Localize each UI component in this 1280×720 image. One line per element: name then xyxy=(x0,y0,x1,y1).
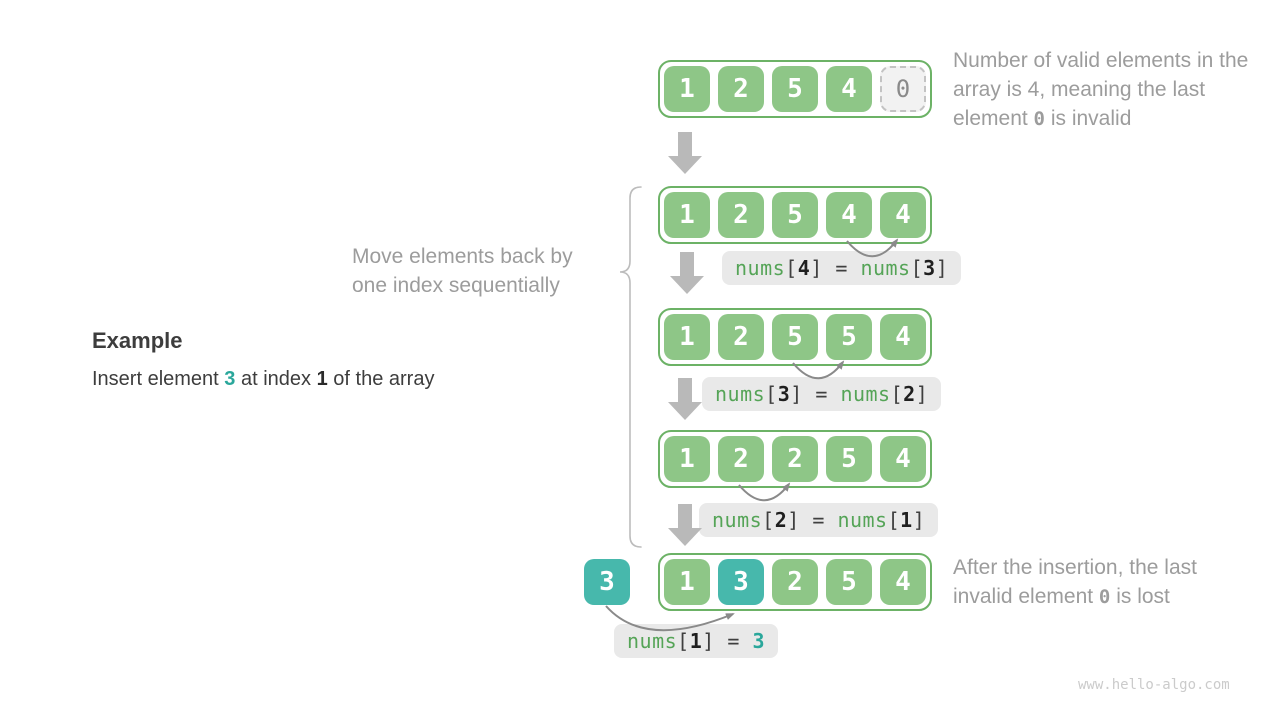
down-arrow-shaft xyxy=(678,378,692,402)
array-cell: 4 xyxy=(826,66,872,112)
code-index: 1 xyxy=(689,629,703,653)
note-after-text-2: is lost xyxy=(1110,585,1170,608)
example-description: Insert element 3 at index 1 of the array xyxy=(92,368,434,391)
array-cell: 1 xyxy=(664,436,710,482)
array-cell: 4 xyxy=(880,192,926,238)
array-cell: 1 xyxy=(664,66,710,112)
note-valid-text-2: is invalid xyxy=(1045,107,1132,130)
code-index: 4 xyxy=(797,256,811,280)
code-fn: nums xyxy=(627,629,678,653)
down-arrow-icon xyxy=(670,252,704,294)
array-cell: 2 xyxy=(718,436,764,482)
code-bracket: [ xyxy=(910,256,924,280)
code-index: 3 xyxy=(777,382,791,406)
array-cell: 5 xyxy=(826,559,872,605)
array-row-final: 1 3 2 5 4 xyxy=(658,553,932,611)
code-equals: = xyxy=(799,508,838,532)
array-cell-invalid: 0 xyxy=(880,66,926,112)
down-arrow-shaft xyxy=(678,504,692,528)
array-cell: 2 xyxy=(772,559,818,605)
array-cell: 1 xyxy=(664,314,710,360)
code-bracket: ] xyxy=(915,382,929,406)
array-cell-inserted: 3 xyxy=(718,559,764,605)
code-label-insert: nums[1] = 3 xyxy=(614,624,778,658)
curly-brace xyxy=(619,186,642,548)
code-bracket: [ xyxy=(785,256,798,280)
array-cell: 5 xyxy=(772,314,818,360)
array-cell: 4 xyxy=(880,314,926,360)
code-label-assign-3: nums[3] = nums[2] xyxy=(702,377,942,411)
array-row-step2: 1 2 5 5 4 xyxy=(658,308,932,366)
code-fn: nums xyxy=(837,508,888,532)
array-cell: 2 xyxy=(772,436,818,482)
code-equals: = xyxy=(822,256,861,280)
example-insert-index: 1 xyxy=(316,368,328,390)
code-bracket: ] xyxy=(810,256,823,280)
down-arrow-icon xyxy=(668,378,702,420)
array-cell: 4 xyxy=(826,192,872,238)
array-cell: 2 xyxy=(718,66,764,112)
inserted-value-cell: 3 xyxy=(584,559,630,605)
code-fn: nums xyxy=(840,382,891,406)
example-text-suffix: of the array xyxy=(327,368,435,390)
array-cell: 5 xyxy=(772,192,818,238)
code-fn: nums xyxy=(715,382,766,406)
code-label-assign-2: nums[2] = nums[1] xyxy=(699,503,939,537)
down-arrow-icon xyxy=(668,132,702,174)
down-arrow-shaft xyxy=(678,132,692,156)
note-after-text-1: After the insertion, the last invalid el… xyxy=(953,556,1197,608)
code-value: 3 xyxy=(752,629,765,653)
code-bracket: [ xyxy=(762,508,775,532)
code-bracket: [ xyxy=(890,382,904,406)
note-after-code: 0 xyxy=(1098,586,1111,608)
example-heading: Example xyxy=(92,328,183,353)
down-arrow-icon xyxy=(668,504,702,546)
down-arrow-shaft xyxy=(680,252,694,276)
array-cell: 1 xyxy=(664,559,710,605)
example-insert-value: 3 xyxy=(224,368,236,390)
array-row-step3: 1 2 2 5 4 xyxy=(658,430,932,488)
array-cell: 4 xyxy=(880,436,926,482)
code-fn: nums xyxy=(860,256,911,280)
down-arrow-head xyxy=(670,276,704,294)
code-index: 2 xyxy=(774,508,788,532)
code-index: 2 xyxy=(903,382,916,406)
note-valid-text-1: Number of valid elements in the array is… xyxy=(953,49,1249,130)
array-row-initial: 1 2 5 4 0 xyxy=(658,60,932,118)
code-bracket: ] xyxy=(935,256,949,280)
code-bracket: [ xyxy=(887,508,901,532)
code-label-assign-4: nums[4] = nums[3] xyxy=(722,251,962,285)
code-bracket: [ xyxy=(765,382,778,406)
watermark: www.hello-algo.com xyxy=(1078,677,1230,693)
array-cell: 4 xyxy=(880,559,926,605)
code-bracket: [ xyxy=(677,629,690,653)
array-cell: 5 xyxy=(826,436,872,482)
note-valid-elements: Number of valid elements in the array is… xyxy=(953,46,1253,134)
code-index: 1 xyxy=(900,508,913,532)
note-valid-code: 0 xyxy=(1033,108,1045,130)
code-fn: nums xyxy=(712,508,763,532)
code-equals: = xyxy=(714,629,753,653)
down-arrow-head xyxy=(668,528,702,546)
code-equals: = xyxy=(802,382,841,406)
code-fn: nums xyxy=(735,256,786,280)
note-after-insertion: After the insertion, the last invalid el… xyxy=(953,553,1245,612)
array-cell: 1 xyxy=(664,192,710,238)
example-text-prefix: Insert element xyxy=(92,368,225,390)
code-bracket: ] xyxy=(787,508,800,532)
array-cell: 2 xyxy=(718,314,764,360)
code-index: 3 xyxy=(923,256,936,280)
array-row-step1: 1 2 5 4 4 xyxy=(658,186,932,244)
down-arrow-head xyxy=(668,402,702,420)
array-cell: 5 xyxy=(826,314,872,360)
code-bracket: ] xyxy=(790,382,803,406)
note-move-elements: Move elements back by one index sequenti… xyxy=(352,245,573,297)
example-text-mid: at index xyxy=(235,368,317,390)
code-bracket: ] xyxy=(912,508,926,532)
code-bracket: ] xyxy=(702,629,715,653)
array-cell: 2 xyxy=(718,192,764,238)
down-arrow-head xyxy=(668,156,702,174)
array-cell: 5 xyxy=(772,66,818,112)
